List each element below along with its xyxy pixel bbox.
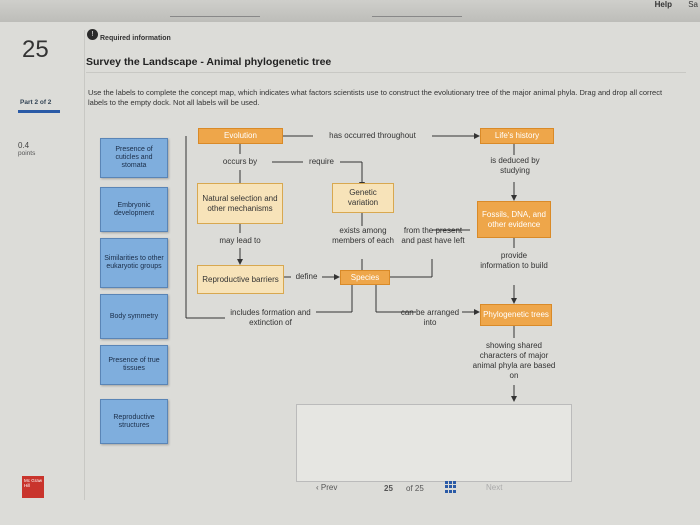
connector-can-be-arranged: can be arranged into	[400, 308, 460, 327]
page-current: 25	[384, 484, 393, 493]
connector-is-deduced: is deduced by studying	[490, 156, 540, 175]
next-button[interactable]: Next	[486, 483, 503, 492]
label-body-symmetry[interactable]: Body symmetry	[100, 294, 168, 339]
help-link[interactable]: Help	[654, 0, 672, 9]
connector-from-the: from the present and past have left	[401, 226, 465, 245]
connector-includes-formation: includes formation and extinction of	[230, 308, 311, 327]
empty-dock[interactable]	[296, 404, 572, 482]
box-fossils-dna: Fossils, DNA, and other evidence	[477, 201, 551, 238]
mcgraw-hill-logo: Mc Graw Hill	[22, 476, 44, 498]
connector-may-lead-to: may lead to	[219, 236, 261, 245]
save-link[interactable]: Sa	[688, 0, 698, 9]
label-reproductive-structures[interactable]: Reproductive structures	[100, 399, 168, 444]
prev-button[interactable]: ‹ Prev	[316, 483, 338, 492]
part-progress-bar	[18, 110, 60, 113]
connector-define: define	[295, 272, 318, 281]
connector-provide-info: provide information to build	[480, 251, 548, 270]
box-genetic-variation: Genetic variation	[332, 183, 394, 213]
label-similarities-eukaryotic[interactable]: Similarities to other eukaryotic groups	[100, 238, 168, 288]
connector-showing-shared: showing shared characters of major anima…	[472, 341, 556, 380]
column-divider	[84, 30, 85, 500]
grid-icon[interactable]	[445, 481, 457, 493]
required-information-link[interactable]: Required information	[100, 35, 171, 42]
box-natural-selection: Natural selection and other mechanisms	[197, 183, 283, 224]
box-species: Species	[340, 270, 390, 285]
tab-indicator	[372, 16, 462, 17]
box-lifes-history: Life's history	[480, 128, 554, 144]
connector-occurs-by: occurs by	[222, 157, 258, 166]
box-evolution: Evolution	[198, 128, 283, 144]
connector-exists-among: exists among members of each	[332, 226, 394, 245]
points-label: points	[18, 150, 36, 157]
divider	[86, 72, 686, 73]
box-reproductive-barriers: Reproductive barriers	[197, 265, 284, 294]
question-number: 25	[22, 36, 49, 63]
part-indicator: Part 2 of 2	[20, 99, 52, 106]
label-embryonic-development[interactable]: Embryonic development	[100, 187, 168, 232]
info-icon: !	[87, 29, 98, 40]
label-presence-of-true-tissues[interactable]: Presence of true tissues	[100, 345, 168, 385]
points-value: 0.4	[18, 141, 30, 150]
page-title: Survey the Landscape - Animal phylogenet…	[86, 56, 332, 68]
top-toolbar	[0, 0, 700, 22]
connector-require: require	[309, 157, 334, 166]
label-presence-of-cuticles[interactable]: Presence of cuticles and stomata	[100, 138, 168, 178]
connector-has-occurred: has occurred throughout	[329, 131, 416, 140]
instructions-text: Use the labels to complete the concept m…	[88, 88, 663, 107]
footer	[0, 468, 700, 525]
tab-indicator	[170, 16, 260, 17]
box-phylogenetic-trees: Phylogenetic trees	[480, 304, 552, 326]
page-total: of 25	[406, 484, 424, 493]
